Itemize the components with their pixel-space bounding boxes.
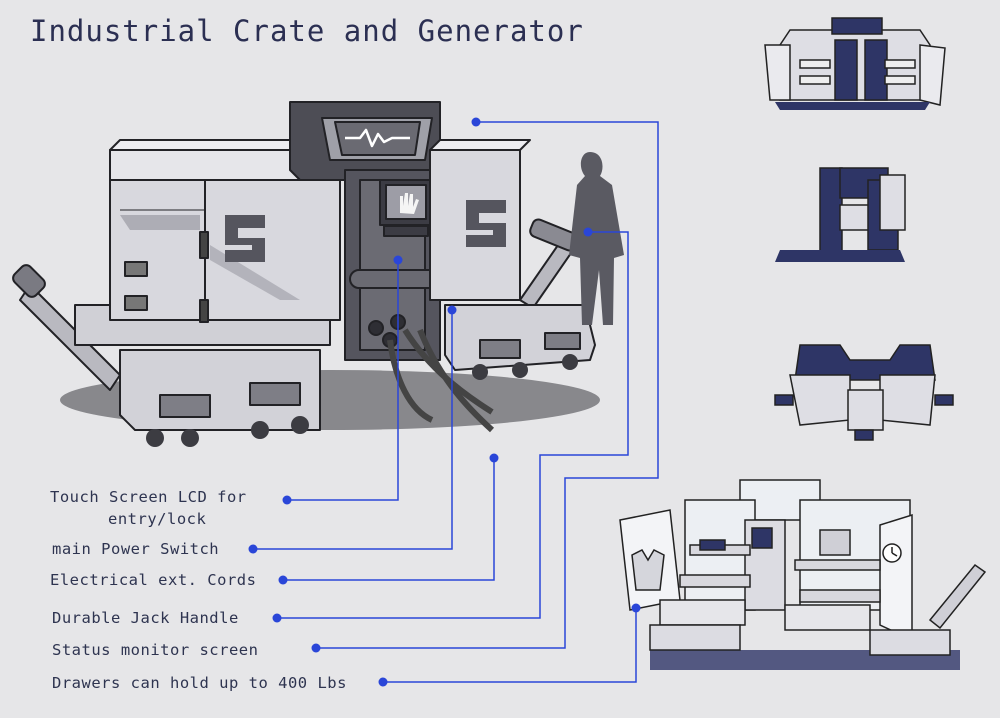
cords-label: Electrical ext. Cords — [50, 571, 257, 589]
touch-screen-label-line2: entry/lock — [108, 510, 207, 528]
main-crate-drawing — [12, 101, 624, 447]
hand-stop-icon — [400, 193, 419, 214]
right-jack-handle — [519, 218, 579, 309]
open-crate-view — [619, 479, 987, 670]
page-title: Industrial Crate and Generator — [30, 14, 584, 48]
callout-dots — [248, 117, 641, 687]
safety-vest-icon — [631, 549, 665, 591]
main-power-label: main Power Switch — [52, 540, 220, 558]
top-view-open — [764, 17, 946, 110]
side-view-closed — [775, 167, 906, 262]
drawers-label: Drawers can hold up to 400 Lbs — [52, 674, 347, 692]
crate-s-logo-icon — [225, 215, 265, 262]
front-view — [774, 344, 954, 441]
status-monitor-label: Status monitor screen — [52, 641, 259, 659]
clock-icon — [882, 543, 902, 563]
crate-s-logo-icon — [466, 200, 506, 247]
heartbeat-icon — [345, 128, 410, 148]
touch-screen-label-line1: Touch Screen LCD for — [50, 488, 247, 506]
callout-lines — [253, 121, 659, 683]
jack-handle-label: Durable Jack Handle — [52, 609, 239, 627]
human-silhouette — [569, 152, 624, 325]
